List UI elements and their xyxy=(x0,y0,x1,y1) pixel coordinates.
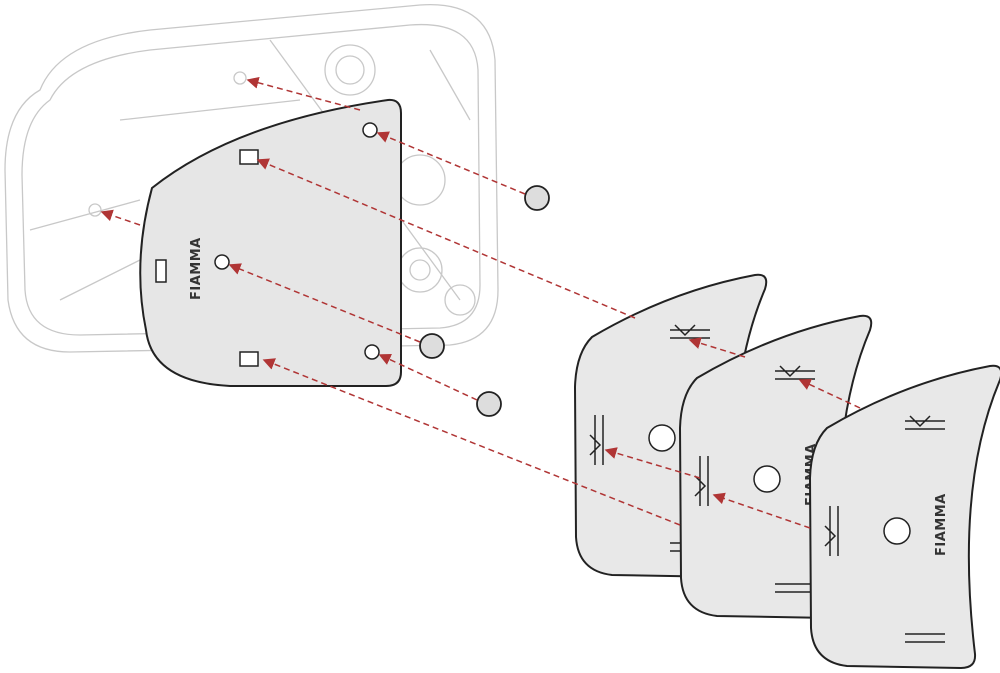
clip xyxy=(589,415,604,465)
cover-plate: FIAMMA xyxy=(808,364,1000,670)
fiamma-logo: FIAMMA xyxy=(189,237,204,300)
back-plate: FIAMMA xyxy=(139,98,402,387)
screw-icon xyxy=(419,333,445,359)
clip-slot xyxy=(239,149,259,165)
screw-icon xyxy=(476,391,502,417)
screw-hole xyxy=(362,122,378,138)
clip-slot xyxy=(239,351,259,367)
screw-hole xyxy=(364,344,380,360)
center-hole xyxy=(648,424,676,452)
clip xyxy=(905,633,945,643)
clip xyxy=(775,583,815,593)
center-hole xyxy=(883,517,911,545)
assembly-arrows xyxy=(100,76,861,529)
fiamma-logo: FIAMMA xyxy=(934,493,949,556)
screw-icon xyxy=(524,185,550,211)
clip xyxy=(824,506,839,556)
screw-hole xyxy=(214,254,230,270)
housing-outline xyxy=(4,3,499,353)
clip xyxy=(694,456,709,506)
clip-slot xyxy=(155,259,167,283)
screws xyxy=(419,185,550,417)
center-hole xyxy=(753,465,781,493)
clip xyxy=(905,415,945,430)
clip xyxy=(775,365,815,380)
